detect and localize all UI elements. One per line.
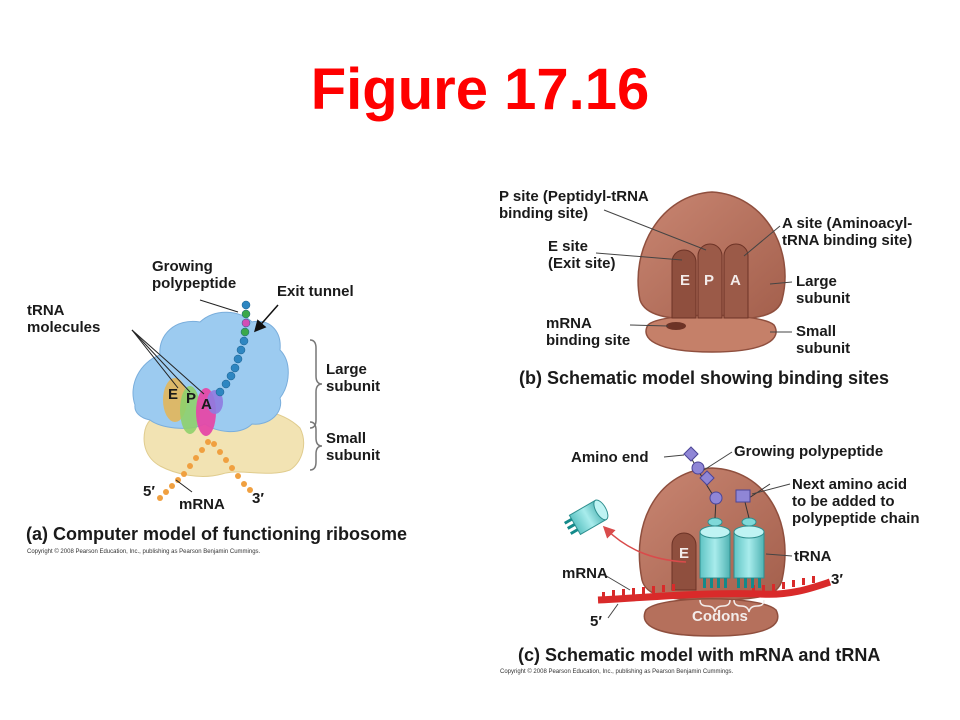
site-p-label-a: P <box>186 390 197 407</box>
e-site-label: E site(Exit site) <box>548 238 616 272</box>
site-a-letter-b: A <box>730 272 741 289</box>
panel-a-model <box>131 299 323 501</box>
panel-b-schematic <box>595 191 793 353</box>
mrna-bases <box>602 576 815 598</box>
exit-tunnel-label: Exit tunnel <box>277 283 354 300</box>
panel-c-schematic <box>563 446 832 637</box>
three-prime-label-c: 3′ <box>831 571 843 588</box>
five-prime-label-c: 5′ <box>590 613 602 630</box>
mrna-strand <box>597 578 832 604</box>
three-prime-label-a: 3′ <box>252 490 264 507</box>
site-e-letter-b: E <box>680 272 691 289</box>
page-title: Figure 17.16 <box>310 57 650 122</box>
copyright-a: Copyright © 2008 Pearson Education, Inc.… <box>27 549 261 555</box>
site-e-letter-c: E <box>679 545 690 562</box>
amino-acids <box>683 446 751 505</box>
growing-polypeptide-label-c: Growing polypeptide <box>734 443 884 460</box>
caption-c: (c) Schematic model with mRNA and tRNA <box>518 645 881 665</box>
trna-a <box>733 517 765 588</box>
small-subunit-b <box>645 314 777 353</box>
caption-b: (b) Schematic model showing binding site… <box>519 368 890 388</box>
five-prime-label-a: 5′ <box>143 483 155 500</box>
a-site-label: A site (Aminoacyl-tRNA binding site) <box>782 215 913 249</box>
copyright-c: Copyright © 2008 Pearson Education, Inc.… <box>500 669 734 675</box>
codons-label: Codons <box>692 608 748 625</box>
mrna-label-c: mRNA <box>562 565 608 582</box>
trna-label-c: tRNA <box>794 548 832 565</box>
site-e-label-a: E <box>168 386 179 403</box>
small-subunit-c <box>643 598 779 637</box>
trna-p <box>699 517 731 588</box>
mrna-label-a: mRNA <box>179 496 225 513</box>
amino-end-label: Amino end <box>571 449 649 466</box>
trna-exiting <box>563 499 609 536</box>
caption-a: (a) Computer model of functioning riboso… <box>26 524 407 544</box>
site-p-letter-b: P <box>704 272 715 289</box>
site-a-label-a: A <box>201 396 212 413</box>
